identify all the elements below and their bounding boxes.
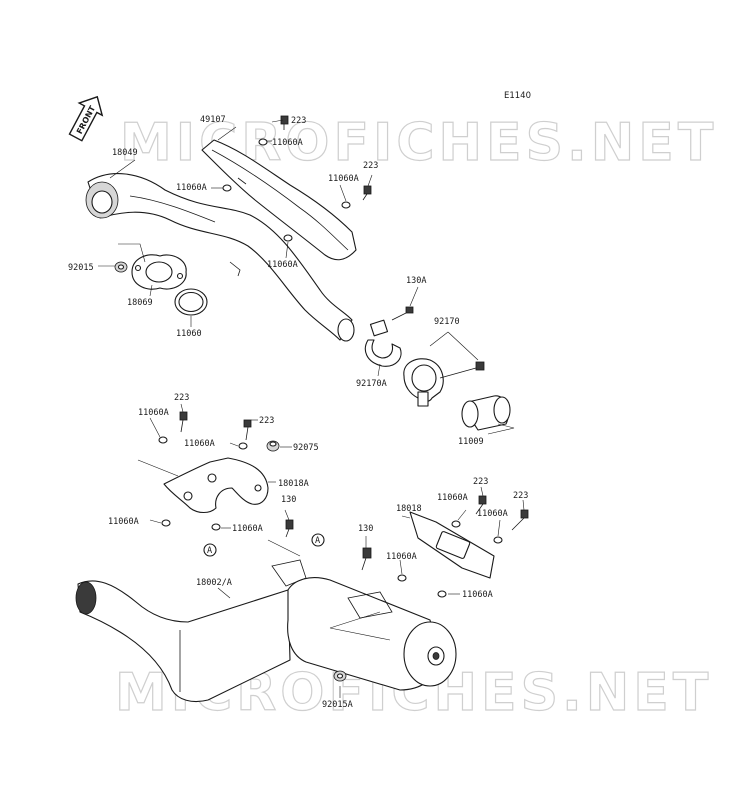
part-label: 223 [174,393,189,403]
part-label: 92170 [434,317,460,327]
part-label: 92075 [293,443,319,453]
pipe-clamp [364,306,414,367]
part-label: 11060A [272,138,303,148]
exhaust-pipe [85,173,355,342]
part-label: 18049 [112,148,138,158]
gasket [131,254,187,290]
washer-icon [158,436,168,444]
part-label: 92170A [356,379,387,389]
washer-icon [451,520,461,528]
svg-text:A: A [315,536,320,546]
washer-icon [397,574,407,582]
part-label: 223 [259,416,274,426]
part-label: 11060A [232,524,263,534]
part-label: 11009 [458,437,484,447]
part-label: 11060A [437,493,468,503]
part-label: 11060A [462,590,493,600]
part-label: 18069 [127,298,153,308]
washer-icon [211,523,221,531]
bracket [163,457,269,514]
part-label: 11060A [108,517,139,527]
part-label: 11060A [138,408,169,418]
bolt-icon [511,509,529,531]
part-label: 92015A [322,700,353,710]
sleeve [461,395,511,431]
part-label: 130A [406,276,426,286]
leader-lines [98,119,525,698]
ref-mark-a: A [311,533,325,547]
washer-icon [437,590,447,598]
part-labels: 49107 223 11060A 18049 223 11060A 11060A… [68,115,528,710]
part-label: 11060A [176,183,207,193]
silencer-guard [409,511,495,579]
part-label: 223 [513,491,528,501]
part-label: 18018A [278,479,309,489]
part-label: 11060A [184,439,215,449]
washer-icon [222,184,232,192]
washer-icon [161,519,171,527]
bolt-icon [362,185,372,201]
part-label: 11060A [267,260,298,270]
part-label: 223 [473,477,488,487]
silencer-clamp [403,358,485,407]
washer-icon [258,138,268,146]
part-label: 130 [358,524,373,534]
part-label: 18002/A [196,578,232,588]
washer-icon [493,536,503,544]
part-label: 11060 [176,329,202,339]
part-label: 92015 [68,263,94,273]
front-arrow-icon: FRONT [68,95,104,142]
part-label: 223 [363,161,378,171]
bolt-icon [179,411,188,433]
washer-icon [341,201,351,209]
washer-icon [283,234,293,242]
part-label: 49107 [200,115,226,125]
part-label: 11060A [477,509,508,519]
part-label: 11060A [328,174,359,184]
figure-code: E1140 [504,91,531,101]
svg-text:A: A [207,546,212,556]
nut [333,670,347,682]
ref-mark-a: A [203,543,217,557]
silencer [75,559,457,703]
part-label: 11060A [386,552,417,562]
heat-guard [201,139,357,261]
bolt-icon [280,115,289,130]
washer-icon [238,442,248,450]
bolt-icon [361,547,372,571]
bolt-icon [475,495,487,515]
part-label: 223 [291,116,306,126]
part-label: 18018 [396,504,422,514]
grommet-icon [266,440,280,452]
bolt-icon [285,519,294,538]
bolt-icon [243,419,252,441]
nut [114,261,128,273]
ring-gasket [174,288,208,316]
part-label: 130 [281,495,296,505]
